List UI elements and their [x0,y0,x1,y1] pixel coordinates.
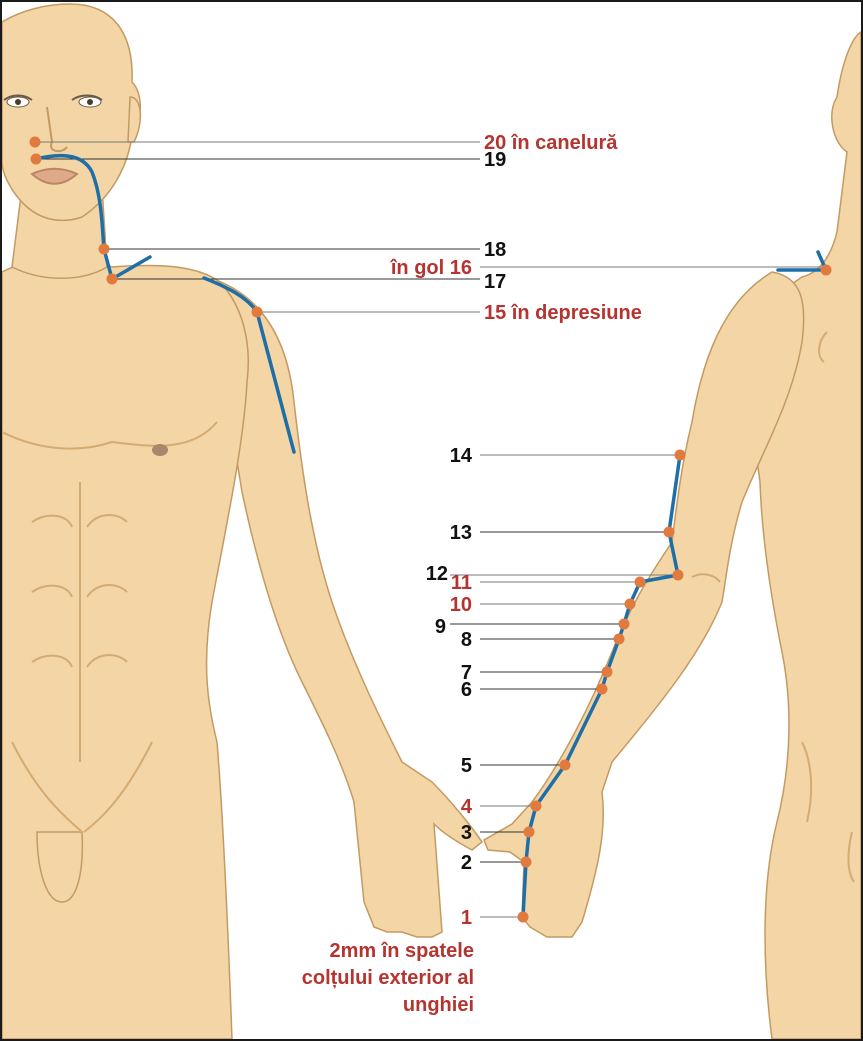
point-5 [559,759,571,771]
front-left-arm [206,275,484,938]
label-p2: 2 [461,852,472,874]
front-nipple [152,444,168,456]
point-9 [618,618,630,630]
label-p13: 13 [450,522,472,544]
label-p16: în gol 16 [390,257,472,279]
label-p12: 12 [426,563,448,585]
point-18 [98,243,110,255]
point-12 [672,569,684,581]
point-1 [517,911,529,923]
front-body-figure [2,3,484,1039]
back-body-details [691,331,855,883]
point-17 [106,273,118,285]
front-torso [2,255,249,1039]
label-p3: 3 [461,822,472,844]
label-p10: 10 [450,594,472,616]
point-labels: 20 în canelură 19 18 în gol 16 17 15 în … [302,132,642,1016]
point-7 [601,666,613,678]
note-line-1: 2mm în spatele [329,940,474,962]
front-ear [127,96,142,143]
front-genital-area [36,831,84,903]
point-10 [624,598,636,610]
point-14 [674,449,686,461]
note-line-3: unghiei [403,994,474,1016]
acupuncture-points [29,136,832,923]
back-arm [483,271,805,938]
label-p9: 9 [435,616,446,638]
label-p6: 6 [461,679,472,701]
back-body-figure [483,31,861,1039]
label-p18: 18 [484,239,506,261]
label-p11: 11 [451,572,472,594]
label-p20: 20 în canelură [484,132,618,154]
label-p14: 14 [450,445,473,467]
label-p7: 7 [461,662,472,684]
label-p19: 19 [484,149,506,171]
front-head [2,3,141,222]
point-19 [30,153,42,165]
point-13 [663,526,675,538]
label-p15: 15 în depresiune [484,302,642,324]
leader-lines [35,141,826,918]
note-line-2: colțului exterior al [302,967,474,989]
front-body-details [2,94,218,833]
meridian-face-neck [34,153,152,281]
point-2 [520,856,532,868]
point-4 [530,800,542,812]
label-p5: 5 [461,755,472,777]
back-torso [750,31,861,1039]
point-15 [251,306,263,318]
point-11 [634,576,646,588]
point-8 [613,633,625,645]
label-p17: 17 [484,271,506,293]
label-p1: 1 [461,907,472,929]
point-16 [820,264,832,276]
label-p8: 8 [461,629,472,651]
point-20 [29,136,41,148]
point-3 [523,826,535,838]
point-6 [596,683,608,695]
label-p4: 4 [461,796,473,818]
